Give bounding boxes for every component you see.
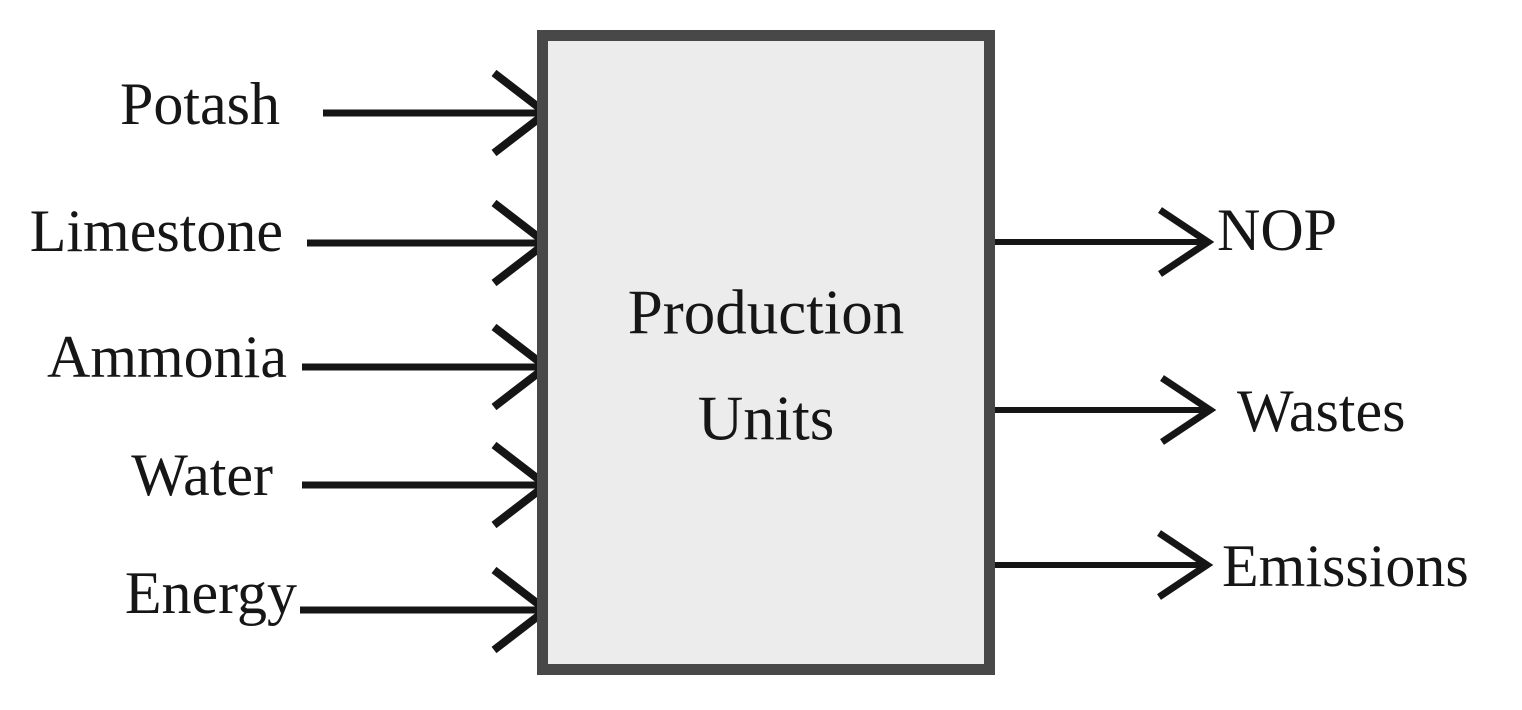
output-label-wastes: Wastes <box>1237 378 1406 444</box>
input-label-limestone: Limestone <box>29 198 283 264</box>
input-label-water: Water <box>131 442 273 508</box>
box-title-line1: Production <box>627 277 905 348</box>
output-arrow-emissions <box>994 530 1214 600</box>
input-label-potash: Potash <box>119 71 280 137</box>
input-arrow-ammonia <box>302 323 553 411</box>
input-arrow-energy <box>300 566 553 654</box>
output-label-nop: NOP <box>1217 197 1338 263</box>
input-arrow-water <box>302 441 553 529</box>
output-label-emissions: Emissions <box>1222 533 1469 599</box>
production-units-box: Production Units <box>537 30 995 675</box>
output-arrow-wastes <box>994 375 1217 445</box>
output-arrow-nop <box>994 207 1215 277</box>
input-label-ammonia: Ammonia <box>47 324 287 390</box>
box-title-line2: Units <box>697 383 835 454</box>
input-arrow-limestone <box>307 199 553 287</box>
input-arrow-potash <box>323 69 553 157</box>
input-label-energy: Energy <box>124 560 297 626</box>
